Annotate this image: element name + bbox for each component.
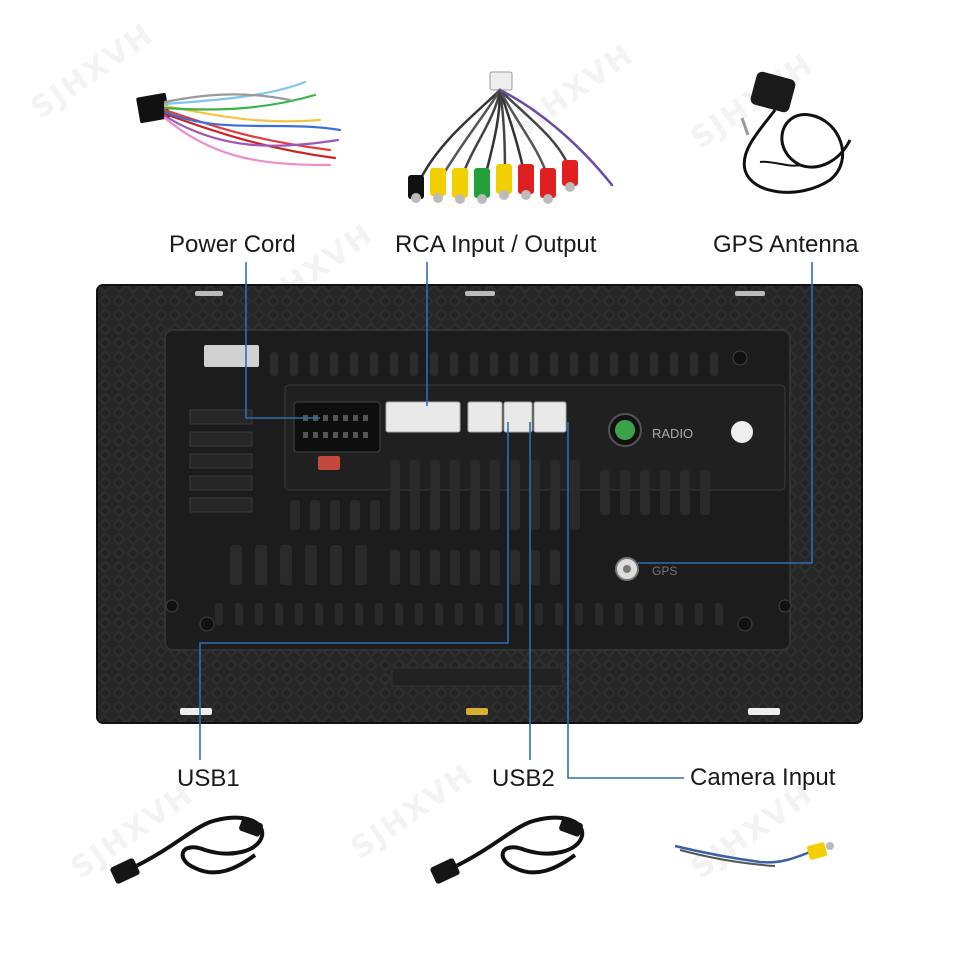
- white-connectors: [385, 401, 567, 433]
- gps-port: GPS: [615, 557, 677, 581]
- label-gps-antenna: GPS Antenna: [713, 231, 859, 258]
- camera-cable-image: [674, 842, 834, 867]
- label-usb2: USB2: [492, 765, 555, 792]
- rca-harness-image: [408, 71, 614, 204]
- brand-logo-icon: [731, 421, 753, 443]
- callout-lines: [199, 262, 813, 779]
- callout-line-power-cord: [245, 262, 320, 419]
- radio-port: RADIO: [608, 413, 693, 447]
- callout-line-usb1: [199, 422, 509, 760]
- gps-antenna-image: [740, 71, 852, 194]
- power-harness-image: [136, 80, 342, 167]
- label-camera-input: Camera Input: [690, 764, 836, 791]
- callout-line-gps: [638, 262, 813, 564]
- head-unit: RADIO GPS: [96, 284, 863, 724]
- label-usb1: USB1: [177, 765, 240, 792]
- usb1-cable-image: [110, 815, 265, 884]
- watermark-text-6: SJHXVH: [345, 757, 481, 867]
- power-connector: [293, 401, 381, 470]
- callout-line-camera: [567, 422, 684, 779]
- gps-port-label: GPS: [652, 564, 677, 578]
- label-rca-input-output: RCA Input / Output: [395, 231, 597, 258]
- usb2-cable-image: [430, 815, 585, 884]
- radio-port-label: RADIO: [652, 426, 693, 441]
- watermark-text-7: SJHXVH: [685, 777, 821, 887]
- top-vents: [270, 352, 718, 376]
- label-power-cord: Power Cord: [169, 231, 296, 258]
